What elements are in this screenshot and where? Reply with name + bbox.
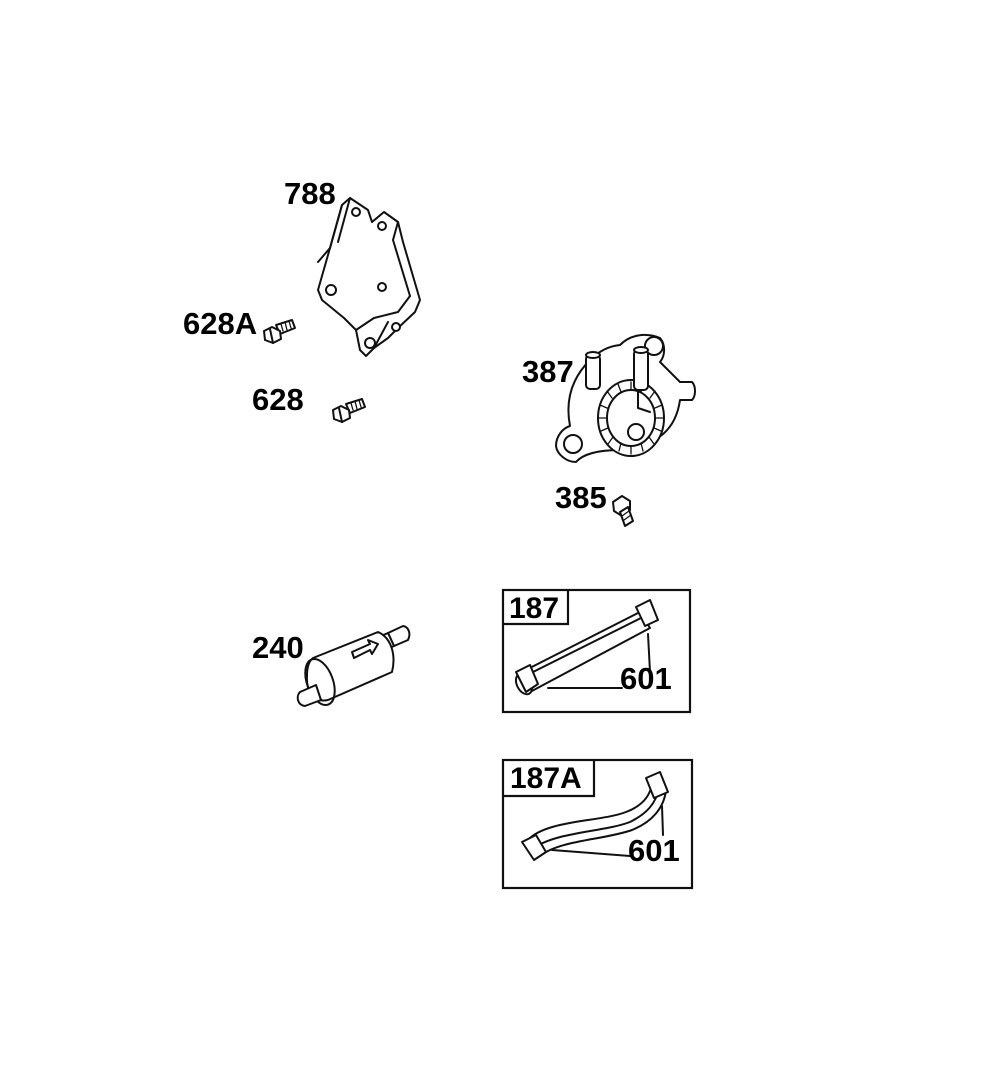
label-601-curved: 601 xyxy=(628,833,680,868)
label-187a: 187A xyxy=(510,762,582,795)
screw-385-drawing xyxy=(612,495,634,527)
fuel-filter-240-drawing xyxy=(296,625,411,707)
label-601-straight: 601 xyxy=(620,661,672,696)
label-628a: 628A xyxy=(183,306,258,341)
hose-kit-187a-drawing xyxy=(501,758,694,890)
label-387: 387 xyxy=(522,354,574,389)
hose-kit-187-drawing xyxy=(501,588,692,714)
bracket-788-drawing xyxy=(317,197,421,357)
fuel-pump-387-drawing xyxy=(555,333,696,463)
label-187: 187 xyxy=(509,592,560,625)
label-385: 385 xyxy=(555,480,607,515)
label-788: 788 xyxy=(284,176,336,211)
screw-628a-drawing xyxy=(263,319,296,344)
screw-628-drawing xyxy=(332,398,366,423)
label-240: 240 xyxy=(252,630,304,665)
label-628: 628 xyxy=(252,382,304,417)
